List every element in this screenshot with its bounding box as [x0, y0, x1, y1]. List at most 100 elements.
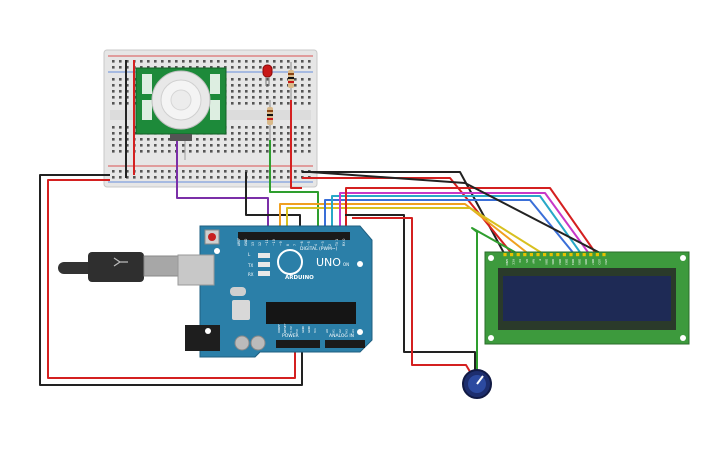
breadboard-hole	[161, 144, 164, 147]
wire-gnd-loop[interactable]	[39, 174, 303, 386]
breadboard-hole	[259, 132, 262, 135]
wire-pir-signal[interactable]	[176, 141, 269, 228]
breadboard-hole	[147, 176, 150, 179]
lcd-pin[interactable]	[503, 253, 507, 257]
wire-lcd-e[interactable]	[286, 207, 546, 256]
breadboard-hole	[189, 66, 192, 69]
lcd-pin[interactable]	[595, 253, 599, 257]
lcd-pin[interactable]	[576, 253, 580, 257]
breadboard-hole	[224, 170, 227, 173]
breadboard-hole	[189, 150, 192, 153]
lcd-pin[interactable]	[582, 253, 586, 257]
breadboard-hole	[301, 78, 304, 81]
breadboard-hole	[182, 66, 185, 69]
breadboard-hole	[126, 126, 129, 129]
red-led[interactable]	[262, 64, 273, 86]
digital-pin-label: ~6	[300, 241, 304, 246]
wire-lcd-vcc[interactable]	[302, 177, 514, 256]
wire-bb-black-mid[interactable]	[245, 172, 301, 228]
breadboard-hole	[280, 102, 283, 105]
breadboard-hole	[224, 138, 227, 141]
lcd-pin[interactable]	[529, 253, 533, 257]
lcd-pin[interactable]	[543, 253, 547, 257]
lcd-pin[interactable]	[523, 253, 527, 257]
digital-pin-label: AREF	[237, 238, 241, 246]
breadboard-hole	[287, 144, 290, 147]
breadboard-hole	[259, 138, 262, 141]
breadboard-hole	[224, 60, 227, 63]
breadboard-hole	[259, 150, 262, 153]
wire-5v-loop[interactable]	[47, 179, 296, 379]
breadboard-hole	[273, 90, 276, 93]
breadboard-hole	[224, 144, 227, 147]
breadboard-hole	[231, 138, 234, 141]
lcd-pin[interactable]	[569, 253, 573, 257]
wire-lcd-led-gnd[interactable]	[309, 171, 605, 256]
lcd-pin[interactable]	[510, 253, 514, 257]
analog-header[interactable]	[325, 340, 365, 348]
breadboard-hole	[231, 170, 234, 173]
lcd-pin-label: DB0	[545, 259, 549, 265]
breadboard-hole	[140, 144, 143, 147]
digital-header[interactable]	[238, 232, 350, 240]
analog-pin-label: A1	[332, 329, 336, 333]
breadboard-hole	[140, 176, 143, 179]
breadboard-hole	[266, 60, 269, 63]
wire-pot-gnd[interactable]	[345, 214, 476, 370]
analog-label: ANALOG IN	[329, 333, 354, 339]
breadboard-hole	[161, 60, 164, 63]
lcd-pin[interactable]	[549, 253, 553, 257]
breadboard-hole	[217, 60, 220, 63]
lcd-pin[interactable]	[602, 253, 606, 257]
breadboard-hole	[119, 102, 122, 105]
wire-rail-red-right[interactable]	[290, 100, 302, 189]
breadboard-hole	[266, 84, 269, 87]
wire-lcd-rs[interactable]	[279, 203, 531, 256]
lcd-pin[interactable]	[556, 253, 560, 257]
power-header[interactable]	[276, 340, 320, 348]
breadboard-hole	[245, 144, 248, 147]
digital-label: DIGITAL (PWM~)	[300, 246, 338, 252]
breadboard-hole	[308, 66, 311, 69]
breadboard-hole	[210, 138, 213, 141]
lcd-pin[interactable]	[562, 253, 566, 257]
digital-pin-label: RX 0	[342, 239, 346, 246]
potentiometer[interactable]	[462, 369, 492, 399]
arduino-logo-icon	[277, 249, 303, 275]
wire-led-green[interactable]	[269, 140, 319, 228]
label-on: ON	[343, 262, 349, 267]
lcd-pin[interactable]	[589, 253, 593, 257]
lcd-pin-label: RS	[525, 259, 529, 263]
wire-lcd-db5[interactable]	[331, 195, 583, 256]
breadboard-hole	[203, 138, 206, 141]
lcd-pin-label: LED	[597, 259, 601, 264]
wire-pot-wiper[interactable]	[471, 227, 521, 372]
resistor-top[interactable]	[288, 62, 294, 100]
pot-knob-indicator-icon	[476, 375, 484, 385]
lcd-pin-label: RW	[531, 259, 535, 264]
breadboard-hole	[119, 144, 122, 147]
wire-lcd-db6[interactable]	[339, 192, 591, 256]
breadboard-hole	[266, 144, 269, 147]
lcd-pin[interactable]	[536, 253, 540, 257]
breadboard-hole	[301, 150, 304, 153]
atmega-chip	[266, 302, 356, 324]
breadboard-hole	[140, 66, 143, 69]
arduino-model: UNO	[316, 256, 341, 269]
breadboard-hole	[182, 176, 185, 179]
breadboard-hole	[126, 66, 129, 69]
arduino-uno-board[interactable]: L TX RX ON ARDUINO UNO DIGITAL (PWM~) PO…	[177, 225, 373, 358]
lcd-pin[interactable]	[516, 253, 520, 257]
wire-lcd-db7[interactable]	[345, 187, 598, 256]
resistor-middle[interactable]	[267, 100, 273, 140]
usb-cable[interactable]	[58, 252, 179, 282]
breadboard-hole	[280, 132, 283, 135]
wire-pot-vcc[interactable]	[352, 217, 473, 376]
digital-pin-label: 2	[328, 244, 332, 246]
pir-sensor[interactable]	[135, 67, 227, 141]
breadboard-hole	[294, 84, 297, 87]
usb-port	[177, 254, 215, 286]
breadboard-hole	[119, 78, 122, 81]
